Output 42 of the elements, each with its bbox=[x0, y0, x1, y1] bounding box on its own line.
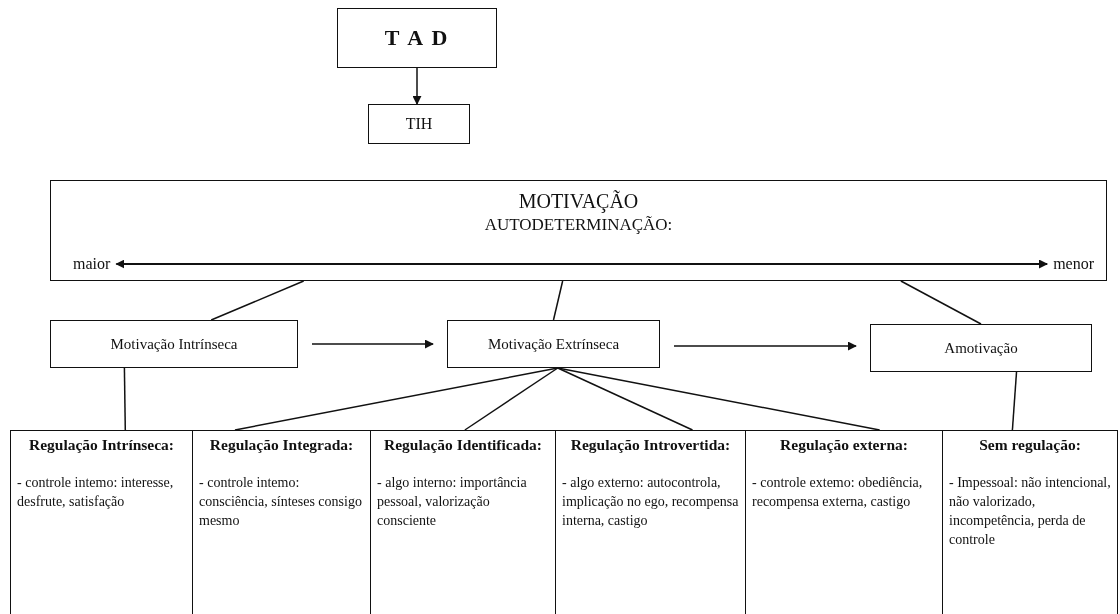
connector-line bbox=[234, 367, 559, 431]
connector-line bbox=[552, 280, 564, 321]
connector-line bbox=[557, 367, 881, 431]
connector-line bbox=[123, 367, 127, 431]
regulation-heading: Sem regulação: bbox=[978, 435, 1082, 454]
double-arrow bbox=[115, 259, 1049, 269]
concept-box bbox=[870, 324, 1092, 372]
arrow bbox=[673, 341, 857, 351]
regulation-description: - algo interno: importância pessoal, valorização consciente bbox=[377, 474, 528, 530]
heading: MOTIVAÇÃO bbox=[517, 190, 640, 213]
arrow bbox=[311, 339, 434, 349]
concept-box bbox=[447, 320, 660, 368]
regulation-description: - controle intemo: interesse, desfrute, satisfação bbox=[17, 474, 175, 511]
regulation-description: - controle intemo: consciência, sínteses consigo mesmo bbox=[199, 474, 363, 530]
arrow bbox=[412, 67, 422, 105]
regulation-description: - Impessoal: não intencional, não valorizado, incompetência, perda de controle bbox=[949, 474, 1111, 549]
regulation-box bbox=[942, 430, 1118, 614]
connector-line bbox=[464, 367, 559, 431]
connector-line bbox=[557, 367, 694, 431]
concept-box bbox=[50, 320, 298, 368]
concept-box bbox=[368, 104, 470, 144]
scale-label: menor bbox=[1053, 253, 1094, 275]
regulation-heading: Regulação externa: bbox=[779, 435, 909, 454]
connector-line bbox=[900, 280, 982, 325]
concept-label: Motivação Extrínseca bbox=[487, 335, 620, 353]
regulation-heading: Regulação Introvertida: bbox=[569, 435, 732, 454]
concept-label: TIH bbox=[405, 115, 433, 133]
regulation-description: - algo externo: autocontrola, implicação no ego, recompensa interna, castigo bbox=[562, 474, 739, 530]
regulation-heading: Regulação Intrínseca: bbox=[27, 435, 176, 454]
concept-label: Motivação Intrínseca bbox=[110, 335, 238, 353]
title-text: T A D bbox=[384, 25, 450, 51]
connector-line bbox=[210, 280, 305, 321]
regulation-description: - controle extemo: obediência, recompensa externa, castigo bbox=[752, 474, 924, 511]
scale-label: maior bbox=[73, 253, 111, 275]
regulation-heading: Regulação Integrada: bbox=[208, 435, 355, 454]
concept-label: Amotivação bbox=[944, 339, 1018, 357]
connector-line bbox=[1011, 371, 1018, 431]
subheading: AUTODETERMINAÇÃO: bbox=[483, 215, 674, 235]
regulation-heading: Regulação Identificada: bbox=[383, 435, 543, 454]
title-box bbox=[337, 8, 497, 68]
motivation-box bbox=[50, 180, 1107, 281]
regulation-box bbox=[10, 430, 193, 614]
